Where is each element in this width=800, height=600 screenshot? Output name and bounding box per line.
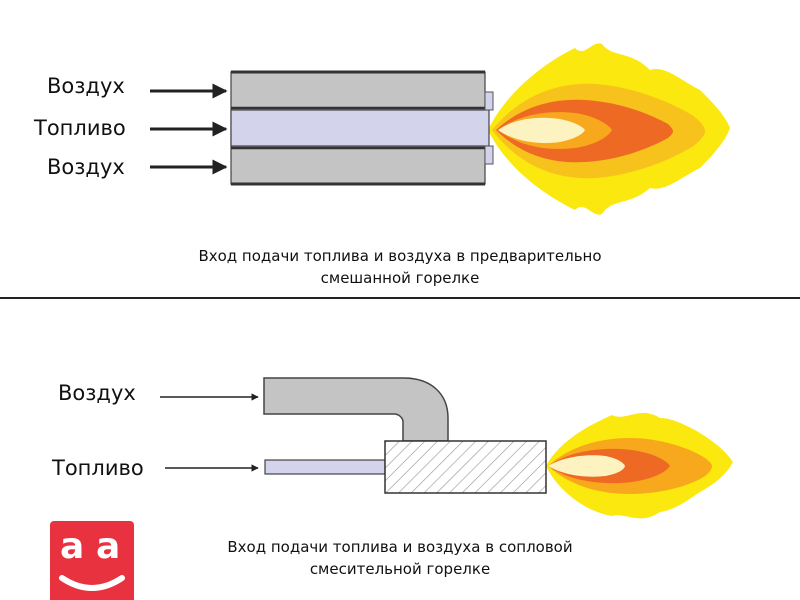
caption-nozzle-line2: смесительной горелке [309, 560, 491, 578]
nozzle-arrows [160, 393, 259, 472]
nozzle-flame [546, 412, 733, 519]
caption-premix-line1: Вход подачи топлива и воздуха в предвари… [198, 247, 602, 265]
logo-letter-right: a [96, 526, 121, 567]
logo-letter-left: a [60, 526, 85, 567]
label-air-nozzle: Воздух [58, 381, 136, 405]
label-air-bottom: Воздух [47, 155, 125, 179]
label-fuel-top: Топливо [34, 116, 126, 140]
caption-nozzle-line1: Вход подачи топлива и воздуха в сопловой [227, 538, 573, 556]
premix-burner-body [230, 70, 494, 186]
caption-nozzle: Вход подачи топлива и воздуха в сопловой… [140, 536, 660, 580]
premix-flame [488, 43, 730, 215]
caption-premix-line2: смешанной горелке [320, 269, 480, 287]
logo-smile-icon [59, 575, 125, 591]
label-air-top: Воздух [47, 74, 125, 98]
premix-arrows [150, 83, 228, 175]
brand-logo: a a [50, 521, 134, 600]
label-fuel-nozzle: Топливо [52, 456, 144, 480]
nozzle-burner-body [263, 377, 547, 494]
caption-premix: Вход подачи топлива и воздуха в предвари… [120, 245, 680, 289]
